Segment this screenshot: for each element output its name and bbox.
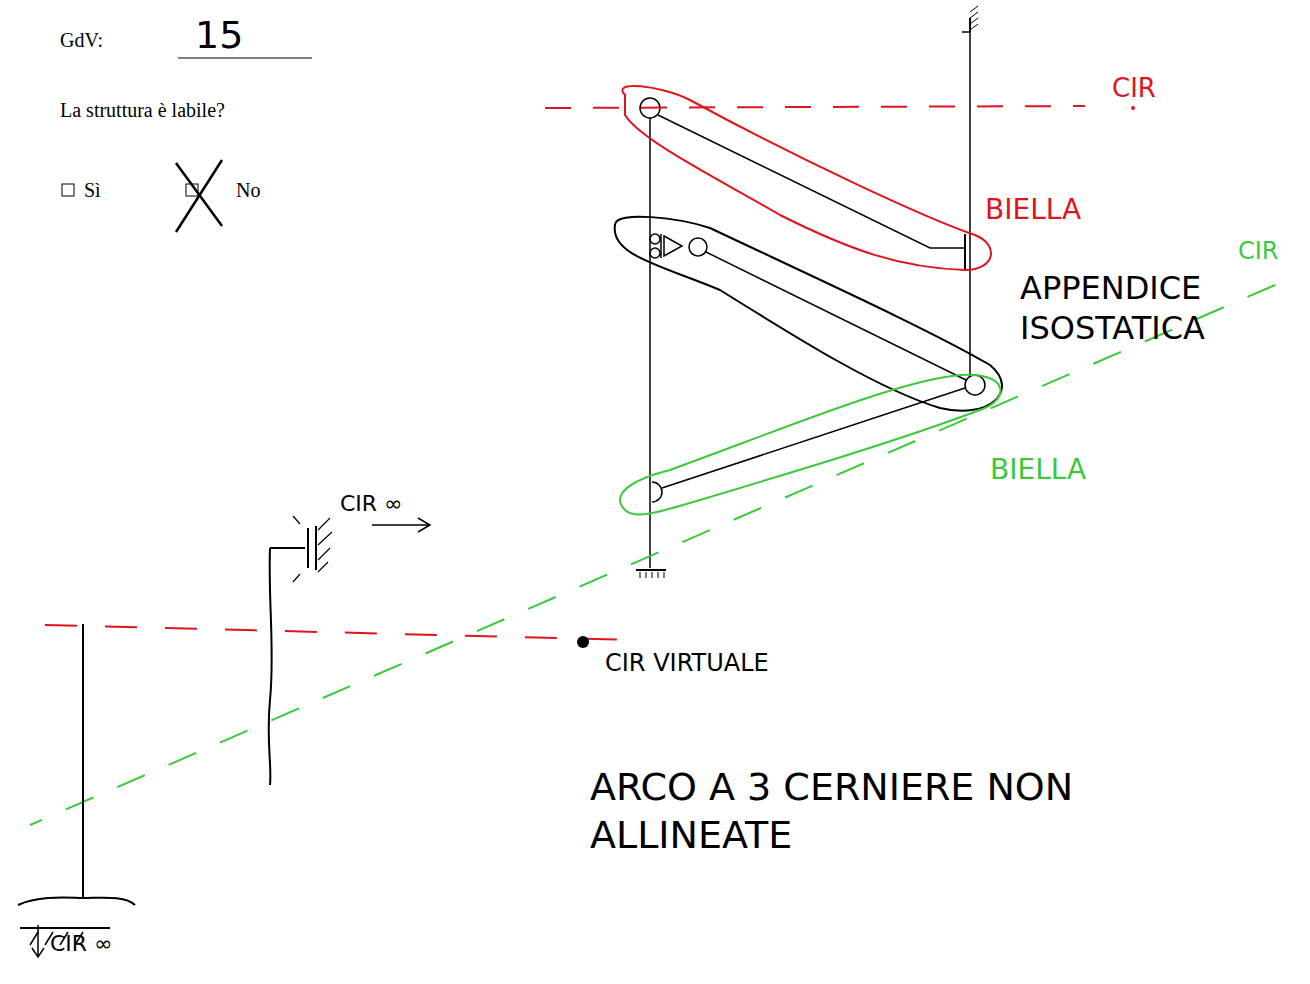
member-label: BIELLA — [990, 452, 1086, 487]
cir-label: CIR — [1112, 72, 1156, 105]
cir-label: CIR ∞ — [340, 490, 402, 518]
cir-label: CIR — [1238, 236, 1279, 266]
answer-number: 15 — [195, 12, 243, 60]
option-text: Sì — [84, 178, 101, 203]
member-label: BIELLA — [985, 192, 1081, 227]
note-text: APPENDICE ISOSTATICA — [1020, 268, 1260, 348]
cir-label: CIR VIRTUALE — [605, 648, 769, 678]
cir-label: CIR ∞ — [50, 930, 112, 958]
answer-label: GdV: — [60, 28, 103, 53]
question-text: La struttura è labile? — [60, 98, 225, 123]
note-text: ARCO A 3 CERNIERE NON ALLINEATE — [590, 764, 1110, 859]
option-text: No — [236, 178, 260, 203]
